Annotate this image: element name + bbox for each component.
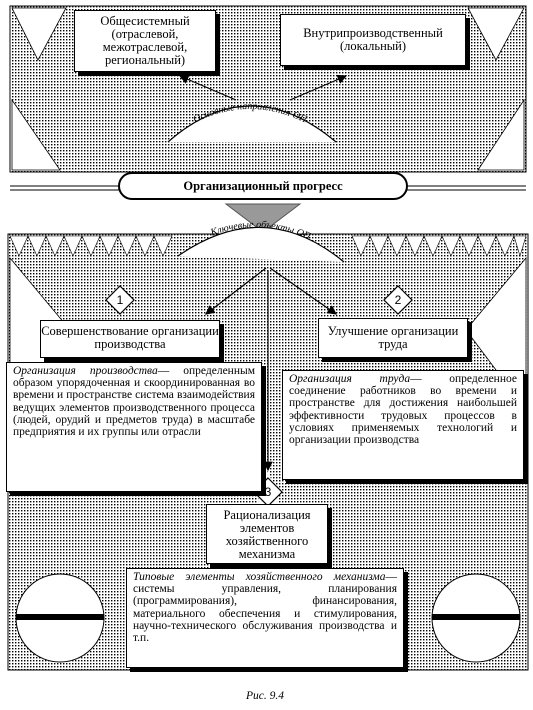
- node-1-label: Совершенствование организации производст…: [41, 324, 219, 351]
- arrow-to-node-2: [269, 267, 337, 315]
- node-3-label: Рационализация элементов хозяйственного …: [223, 508, 311, 561]
- arrow-to-internal: [289, 74, 348, 101]
- internal-direction-box: Внутрипроизводственный (локальный): [280, 14, 466, 66]
- labor-text: определенное соединение работников во вр…: [289, 373, 517, 447]
- mechanism-text: системы управления, планирования (програ…: [133, 583, 397, 645]
- arrow-to-general: [178, 74, 237, 101]
- production-dash: —: [157, 365, 170, 377]
- node-3-number: 3: [265, 485, 272, 499]
- down-arrow-shape: [224, 203, 302, 233]
- labor-description: Организация труда— определенное соединен…: [282, 370, 524, 480]
- internal-direction-label: Внутрипроизводственный (локальный): [303, 26, 443, 53]
- node-1-box: Совершенствование организации производст…: [40, 320, 220, 358]
- general-direction-box: Общесистемный (отраслевой, межотраслевой…: [74, 10, 216, 72]
- diamond-node-1: 1: [105, 285, 135, 315]
- production-description: Организация производства— определенным о…: [6, 362, 262, 492]
- sawtooth-border: [9, 235, 527, 258]
- mechanism-description: Типовые элементы хозяйственного механизм…: [126, 568, 404, 668]
- mechanism-dash: —: [385, 571, 398, 583]
- mechanism-term: Типовые элементы хозяйственного механизм…: [133, 571, 386, 583]
- production-term: Организация производства: [13, 365, 158, 377]
- node-2-number: 2: [395, 293, 402, 307]
- node-1-number: 1: [117, 293, 124, 307]
- node-3-box: Рационализация элементов хозяйственного …: [206, 504, 328, 564]
- labor-dash: —: [410, 373, 422, 385]
- node-2-box: Улучшение организации труда: [318, 318, 468, 358]
- top-arc-shape: [167, 105, 337, 143]
- figure-caption: Рис. 9.4: [246, 690, 285, 702]
- arrow-to-node-1: [205, 267, 267, 315]
- bottom-circles: [15, 573, 521, 663]
- general-direction-label: Общесистемный (отраслевой, межотраслевой…: [100, 14, 190, 67]
- diamond-node-2: 2: [383, 285, 413, 315]
- center-node-label: Организационный прогресс: [183, 179, 343, 193]
- production-text: определенным образом упорядоченная и ско…: [13, 365, 255, 439]
- center-node: Организационный прогресс: [118, 172, 408, 200]
- middle-arc-shape: [177, 226, 345, 263]
- labor-term: Организация труда: [289, 373, 411, 385]
- top-panel-triangles: [11, 7, 525, 171]
- node-2-label: Улучшение организации труда: [327, 324, 459, 351]
